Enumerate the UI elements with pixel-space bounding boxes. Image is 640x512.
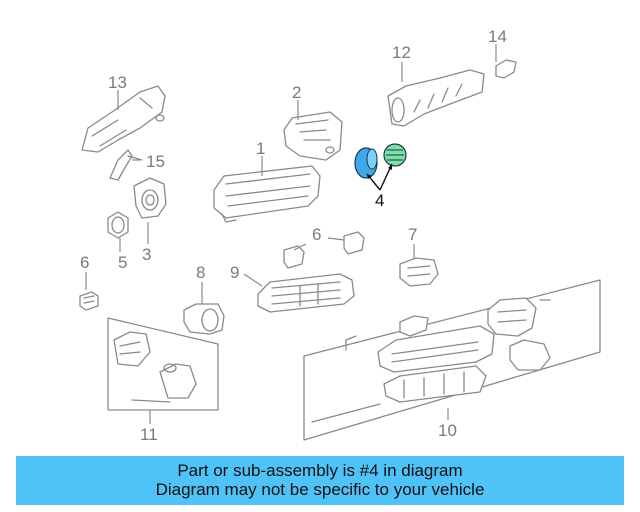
- callout-12: 12: [392, 43, 411, 62]
- part-9-long-vent: [257, 273, 355, 313]
- callout-2: 2: [292, 83, 301, 102]
- callout-10: 10: [438, 421, 457, 440]
- part-11-panel: [107, 317, 219, 411]
- callout-15: 15: [146, 152, 165, 171]
- part-12-long-duct: [387, 69, 485, 127]
- part-1-center-vent: [213, 165, 321, 223]
- part-14-clip: [495, 59, 517, 79]
- parts-diagram: 13 15 3 5 6 2 1 12 14 6 7 8 9 11 10 4: [79, 27, 601, 444]
- callout-5: 5: [118, 253, 127, 272]
- callout-1: 1: [256, 139, 265, 158]
- callout-3: 3: [142, 245, 151, 264]
- callout-8: 8: [196, 263, 205, 282]
- callout-13: 13: [108, 73, 127, 92]
- part-10-panel: [303, 279, 601, 441]
- part-3-housing: [133, 177, 167, 219]
- callout-4: 4: [375, 191, 384, 210]
- part-15-clip: [109, 149, 143, 181]
- caption-line-2: Diagram may not be specific to your vehi…: [155, 480, 485, 499]
- callout-7: 7: [408, 225, 417, 244]
- callout-labels: 13 15 3 5 6 2 1 12 14 6 7 8 9 11 10 4: [80, 27, 507, 444]
- part-5-round-vent: [107, 211, 129, 239]
- part-13-duct: [81, 85, 166, 153]
- callout-9: 9: [230, 263, 239, 282]
- part-6-right-vents: [283, 231, 365, 269]
- part-8-vent: [183, 303, 225, 335]
- callout-6-left: 6: [80, 253, 89, 272]
- caption-line-1: Part or sub-assembly is #4 in diagram: [177, 461, 463, 480]
- part-7-vent: [399, 257, 439, 287]
- part-6-left-vent: [79, 291, 99, 311]
- part-2-bracket: [283, 111, 343, 161]
- part-4-highlighted: [354, 143, 407, 179]
- leader-lines: [85, 44, 497, 424]
- callout-6-right: 6: [312, 225, 321, 244]
- callout-11: 11: [140, 425, 158, 444]
- callout-14: 14: [488, 27, 507, 46]
- caption-banner: Part or sub-assembly is #4 in diagram Di…: [16, 456, 624, 505]
